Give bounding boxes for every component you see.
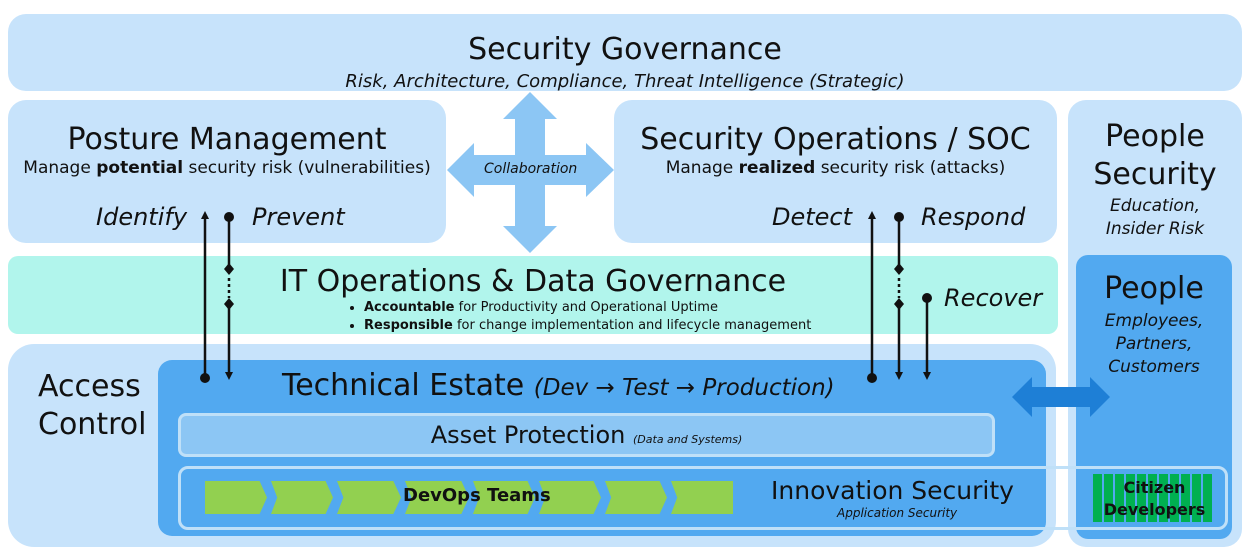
people-subtitle: Employees, Partners, Customers: [1076, 310, 1232, 379]
citizen-bar: [1170, 474, 1179, 522]
access-control-line2: Control: [38, 407, 147, 442]
posture-management-panel: Posture Management Manage potential secu…: [8, 100, 446, 243]
devops-chevron: [205, 481, 267, 514]
citizen-bar: [1148, 474, 1157, 522]
people-title: People: [1104, 271, 1204, 306]
citizen-bar: [1181, 474, 1190, 522]
devops-chevron: [671, 481, 733, 514]
respond-label: Respond: [921, 203, 1026, 231]
soc-sub-bold: realized: [738, 158, 816, 178]
people-security-sub-line1: Education,: [1109, 196, 1201, 216]
devops-teams-label: DevOps Teams: [403, 485, 551, 506]
prevent-diamond: [224, 263, 234, 275]
innovation-security-panel: Innovation Security Application Security: [178, 466, 1228, 530]
asset-protection-note: (Data and Systems): [633, 433, 743, 446]
soc-sub-prefix: Manage: [665, 158, 739, 178]
citizen-line2: Developers: [1103, 500, 1206, 519]
posture-management-subtitle: Manage potential security risk (vulnerab…: [8, 158, 446, 178]
bullet2-bold: Responsible: [364, 318, 453, 333]
security-operations-subtitle: Manage realized security risk (attacks): [614, 158, 1057, 178]
it-operations-bullets: Accountable for Productivity and Operati…: [348, 299, 811, 335]
asset-protection-panel: Asset Protection (Data and Systems): [178, 413, 995, 457]
people-security-subtitle: Education, Insider Risk: [1068, 195, 1242, 241]
posture-management-title: Posture Management: [67, 122, 387, 157]
it-operations-title: IT Operations & Data Governance: [279, 264, 787, 299]
devops-chevron: [605, 481, 667, 514]
detect-label: Detect: [772, 203, 853, 231]
bullet1-rest: for Productivity and Operational Uptime: [454, 300, 718, 315]
security-operations-panel: Security Operations / SOC Manage realize…: [614, 100, 1057, 243]
people-security-title-line2: Security: [1093, 157, 1217, 192]
people-line3: Customers: [1108, 357, 1200, 377]
access-control-line1: Access: [38, 369, 141, 404]
people-security-sub-line2: Insider Risk: [1105, 219, 1205, 239]
soc-sub-suffix: security risk (attacks): [815, 158, 1006, 178]
citizen-bar: [1159, 474, 1168, 522]
people-line2: Partners,: [1115, 334, 1193, 354]
devops-chevron: [405, 481, 469, 514]
citizen-line1: Citizen: [1123, 478, 1186, 497]
it-operations-bullet: Accountable for Productivity and Operati…: [364, 299, 811, 317]
collaboration-label: Collaboration: [484, 161, 578, 177]
technical-estate-label: Technical Estate: [282, 368, 525, 403]
citizen-bar: [1137, 474, 1146, 522]
devops-chevron: [271, 481, 333, 514]
devops-chevron: [337, 481, 401, 514]
technical-estate-stages: (Dev → Test → Production): [533, 375, 835, 401]
citizen-bar: [1192, 474, 1201, 522]
estate-people-arrow: [1012, 377, 1110, 417]
citizen-bar: [1203, 474, 1212, 522]
posture-sub-bold: potential: [96, 158, 184, 178]
citizen-bar: [1104, 474, 1113, 522]
respond-diamond: [894, 263, 904, 275]
identify-label: Identify: [96, 203, 188, 231]
devops-chevron: [473, 481, 535, 514]
security-operations-title: Security Operations / SOC: [640, 122, 1031, 157]
people-line1: Employees,: [1104, 311, 1204, 331]
it-operations-bullet: Responsible for change implementation an…: [364, 317, 811, 335]
asset-protection-title: Asset Protection (Data and Systems): [181, 421, 992, 449]
citizen-bar: [1126, 474, 1135, 522]
bullet1-bold: Accountable: [364, 300, 455, 315]
citizen-bar: [1093, 474, 1102, 522]
technical-estate-title: Technical Estate (Dev → Test → Productio…: [282, 368, 835, 403]
recover-label: Recover: [944, 284, 1043, 312]
it-operations-panel: IT Operations & Data Governance Accounta…: [8, 256, 1058, 334]
security-governance-title: Security Governance: [468, 32, 782, 67]
innovation-security-subtitle: Application Security: [837, 506, 958, 520]
detect-arrow-dot: [867, 373, 877, 383]
posture-sub-suffix: security risk (vulnerabilities): [183, 158, 431, 178]
innovation-security-title: Innovation Security: [771, 476, 1014, 505]
identify-arrow-dot: [200, 373, 210, 383]
asset-protection-label: Asset Protection: [430, 421, 626, 449]
security-governance-panel: Security Governance Risk, Architecture, …: [8, 14, 1242, 92]
people-security-title-line1: People: [1105, 119, 1205, 154]
prevent-label: Prevent: [252, 203, 345, 231]
citizen-bar: [1115, 474, 1124, 522]
devops-chevron: [539, 481, 601, 514]
collaboration-arrow: [447, 92, 614, 253]
bullet2-rest: for change implementation and lifecycle …: [452, 318, 812, 333]
security-governance-subtitle: Risk, Architecture, Compliance, Threat I…: [345, 71, 905, 92]
posture-sub-prefix: Manage: [23, 158, 97, 178]
